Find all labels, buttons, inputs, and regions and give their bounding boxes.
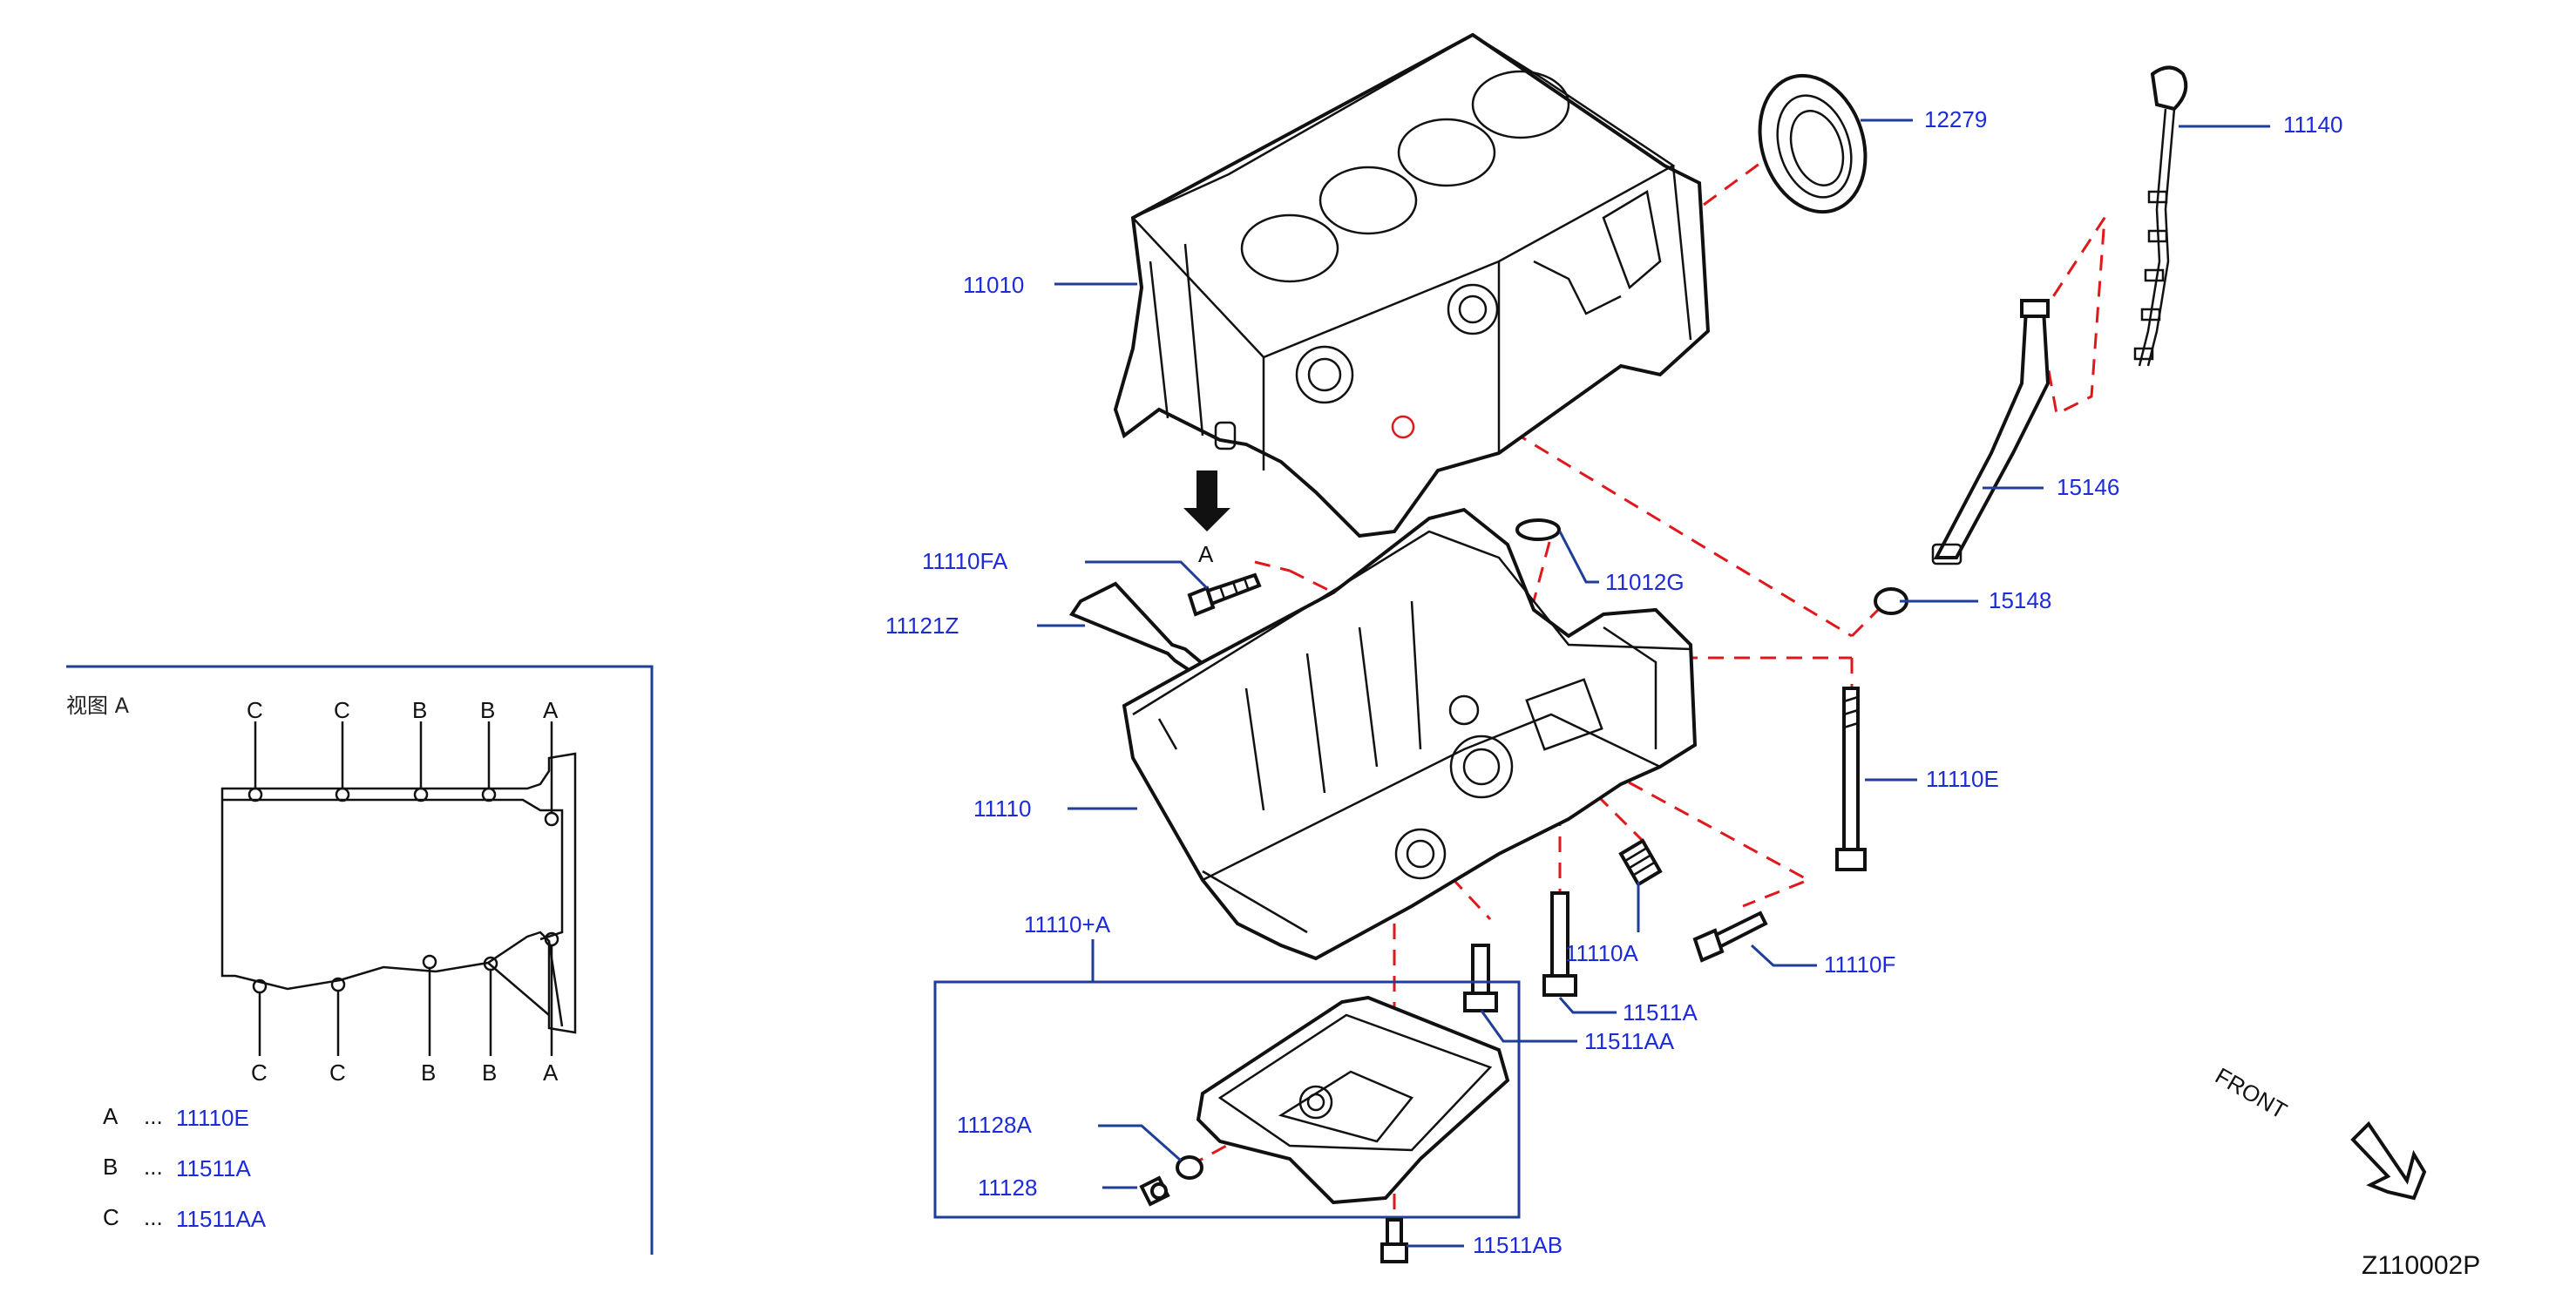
callout-11128[interactable]: 11128 xyxy=(978,1175,1037,1201)
callout-15148[interactable]: 15148 xyxy=(1989,587,2051,613)
callout-12279[interactable]: 12279 xyxy=(1924,106,1987,132)
callout-15146[interactable]: 15146 xyxy=(2057,474,2119,500)
plug-11110a[interactable] xyxy=(1618,838,1663,887)
view-a-top-letter: B xyxy=(480,697,495,723)
front-arrow-icon xyxy=(2350,1120,2427,1201)
cylinder-block[interactable] xyxy=(1113,32,1711,538)
view-a-frame xyxy=(66,665,654,1255)
callout-11010[interactable]: 11010 xyxy=(963,272,1024,298)
callout-11128a[interactable]: 11128A xyxy=(957,1112,1032,1138)
view-arrow-letter: A xyxy=(1198,541,1214,567)
legend-dots: ... xyxy=(144,1103,163,1129)
lower-oil-pan[interactable] xyxy=(1196,995,1510,1205)
drain-plug[interactable] xyxy=(1139,1175,1170,1207)
view-a-outline xyxy=(220,752,577,1034)
bolt-hole xyxy=(544,811,559,827)
view-a-top-letter: C xyxy=(247,697,263,723)
callout-11110[interactable]: 11110 xyxy=(973,795,1032,822)
bolt-11511aa[interactable] xyxy=(1463,944,1498,1012)
front-indicator: FRONT xyxy=(2211,1062,2427,1201)
view-a-top-letter: C xyxy=(334,697,350,723)
view-a-panel: 视图 A C C B B A C C B xyxy=(66,665,654,1255)
bolt-11110f[interactable] xyxy=(1692,911,1768,963)
legend-part[interactable]: 11511AA xyxy=(176,1206,267,1232)
view-a-inner-outline xyxy=(222,798,564,941)
callout-11110fa[interactable]: 11110FA xyxy=(922,548,1008,574)
callout-11121z[interactable]: 11121Z xyxy=(885,613,959,639)
view-a-top-letter: B xyxy=(412,697,427,723)
legend-part[interactable]: 11511A xyxy=(176,1155,251,1181)
callout-11110e[interactable]: 11110E xyxy=(1926,766,1999,792)
dipstick-tube[interactable] xyxy=(1931,299,2051,565)
upper-oil-pan[interactable] xyxy=(1122,507,1698,961)
callout-11110f[interactable]: 11110F xyxy=(1824,951,1895,978)
drain-plug-washer[interactable] xyxy=(1176,1155,1203,1180)
crank-oil-seal[interactable] xyxy=(1743,62,1882,226)
callout-11511ab[interactable]: 11511AB xyxy=(1473,1232,1563,1258)
view-a-bottom-letter: C xyxy=(329,1059,346,1086)
assembly-box xyxy=(933,980,1521,1219)
front-label: FRONT xyxy=(2211,1062,2292,1124)
oil-dipstick[interactable] xyxy=(2133,65,2188,367)
legend-dots: ... xyxy=(144,1204,163,1230)
oil-strainer-o-ring[interactable] xyxy=(1515,518,1561,541)
legend-dots: ... xyxy=(144,1154,163,1180)
view-a-arrow: A xyxy=(1183,470,1230,567)
view-a-top-letter: A xyxy=(543,697,559,723)
view-a-bottom-letter: C xyxy=(251,1059,268,1086)
bolt-11511ab[interactable] xyxy=(1380,1218,1408,1263)
view-a-bottom-letter: A xyxy=(543,1059,559,1086)
callout-11140[interactable]: 11140 xyxy=(2283,112,2342,138)
bolt-11110fa[interactable] xyxy=(1187,572,1262,617)
legend-part[interactable]: 11110E xyxy=(176,1105,249,1131)
view-a-bottom-letter: B xyxy=(421,1059,436,1086)
callout-11511a[interactable]: 11511A xyxy=(1623,999,1698,1026)
callout-11110a[interactable]: 11110A xyxy=(1565,940,1639,966)
legend-letter: C xyxy=(103,1204,119,1230)
view-a-bottom-letter: B xyxy=(482,1059,497,1086)
long-bolt-11110e[interactable] xyxy=(1835,687,1867,871)
callout-11012g[interactable]: 11012G xyxy=(1605,569,1685,595)
callout-11110-plus-a[interactable]: 11110+A xyxy=(1024,911,1111,938)
legend-letter: A xyxy=(103,1103,119,1129)
callout-11511aa[interactable]: 11511AA xyxy=(1584,1028,1675,1054)
bolt-11511a[interactable] xyxy=(1542,891,1577,997)
lower-oil-pan-box xyxy=(933,939,1521,1219)
figure-code: Z110002P xyxy=(2362,1251,2480,1280)
callout-leaders xyxy=(1037,118,2270,1248)
bolt-hole xyxy=(422,954,437,970)
view-a-title: 视图 A xyxy=(66,694,130,718)
legend-letter: B xyxy=(103,1154,118,1180)
callout-labels: 11010 12279 11140 15146 15148 11110FA 11… xyxy=(885,106,2342,1258)
